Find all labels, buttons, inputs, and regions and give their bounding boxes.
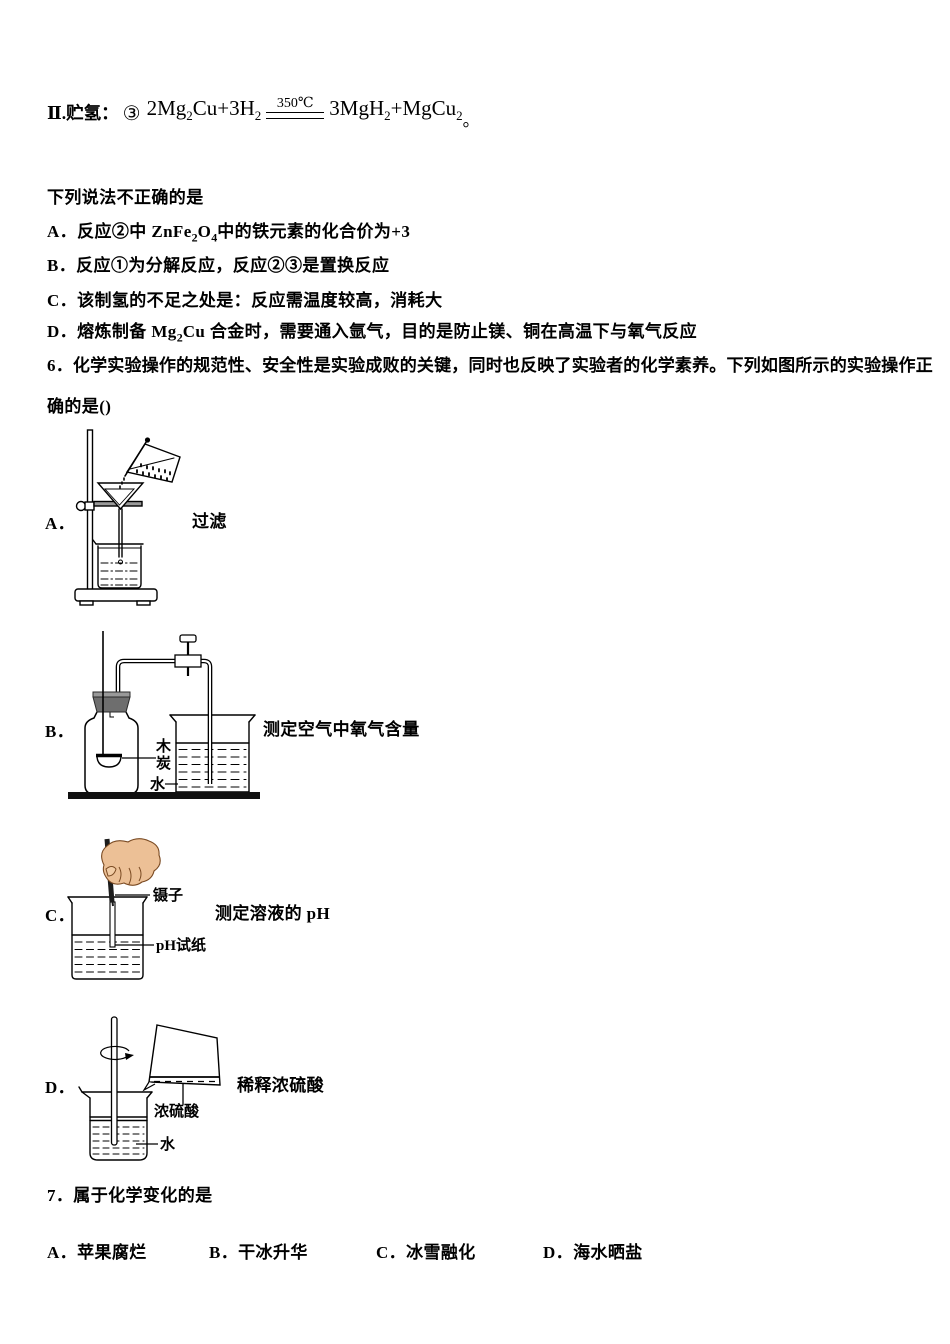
stand-base: [74, 588, 158, 602]
charcoal-annotation: 木炭: [155, 739, 171, 772]
beaker-water: [178, 748, 247, 788]
q7-option-d: D．海水晒盐: [543, 1243, 643, 1262]
water-beaker-d: [89, 1097, 148, 1161]
water-annotation-b: 水: [150, 777, 166, 793]
filtrate-liquid: [100, 562, 139, 586]
figure-b-label: B．: [45, 722, 75, 741]
glass-rod: [124, 438, 149, 477]
ph-paper-strip: [109, 901, 116, 948]
q5-option-d: D．熔炼制备 Mg2Cu 合金时，需要通入氩气，目的是防止镁、铜在高温下与氧气反…: [47, 322, 698, 345]
q6-stem-line2: 确的是(): [47, 397, 112, 416]
bench-surface: [68, 792, 260, 799]
figure-d-label: D．: [45, 1078, 76, 1097]
thumb: [105, 866, 117, 877]
double-line: [266, 112, 325, 120]
equation-lhs: 2Mg2Cu+3H2: [146, 96, 262, 124]
receiving-beaker: [97, 545, 142, 589]
bottle-stopper: [92, 691, 131, 698]
ph-paper-annotation: pH试纸: [156, 938, 207, 954]
filter-paper: [103, 488, 136, 506]
figure-d-caption: 稀释浓硫酸: [237, 1076, 324, 1095]
figure-b-caption: 测定空气中氧气含量: [263, 720, 420, 739]
q5-option-b: B．反应①为分解反应，反应②③是置换反应: [47, 256, 390, 275]
equation-period: 。: [462, 111, 480, 131]
pour-stream: [119, 477, 125, 489]
equation-prefix: Ⅱ.贮氢：: [47, 103, 119, 124]
gas-bottle: [84, 711, 139, 795]
q7-stem: 7．属于化学变化的是: [47, 1186, 213, 1205]
figure-b-oxygen-test-diagram: [68, 631, 260, 799]
funnel: [96, 482, 145, 511]
q6-stem-line1: 6．化学实验操作的规范性、安全性是实验成败的关键，同时也反映了实验者的化学素养。…: [47, 356, 933, 375]
q7-option-b: B．干冰升华: [209, 1243, 308, 1262]
acid-pouring-beaker: [148, 1024, 221, 1086]
figure-a-label: A．: [45, 514, 76, 533]
hydrogen-storage-equation: Ⅱ.贮氢： ③ 2Mg2Cu+3H2 350℃ 3MgH2+MgCu2 。: [47, 96, 480, 131]
water-annotation-d: 水: [160, 1137, 176, 1153]
tweezers-annotation: 镊子: [153, 888, 184, 904]
figure-c-label: C．: [45, 906, 76, 925]
equation-number: ③: [122, 103, 141, 126]
figure-d-dilution-diagram: [78, 1016, 221, 1161]
stopcock-valve: [174, 634, 202, 676]
liquid-dots: [136, 463, 171, 482]
clamp-knob: [75, 500, 87, 512]
q5-option-a: A．反应②中 ZnFe2O4中的铁元素的化合价为+3: [47, 222, 411, 245]
acid-annotation: 浓硫酸: [154, 1104, 200, 1120]
q5-stem: 下列说法不正确的是: [47, 188, 204, 207]
figure-c-caption: 测定溶液的 pH: [215, 904, 331, 923]
solution-beaker: [71, 902, 144, 980]
stirring-rod: [110, 1016, 118, 1146]
pour-spout: [142, 1081, 156, 1092]
hand: [101, 838, 161, 886]
q5-option-c: C．该制氢的不足之处是：反应需温度较高，消耗大: [47, 291, 443, 310]
finger-lines: [118, 866, 142, 885]
rotation-arrow: [100, 1045, 130, 1061]
equation-rhs: 3MgH2+MgCu2: [329, 96, 463, 124]
figure-a-caption: 过滤: [192, 512, 227, 531]
water-liquid-d: [92, 1126, 145, 1155]
equation-condition: 350℃: [266, 96, 325, 120]
figure-c-ph-test-diagram: [67, 838, 161, 980]
solution-liquid: [74, 941, 141, 973]
q7-option-c: C．冰雪融化: [376, 1243, 476, 1262]
figure-a-filtration-diagram: [74, 429, 181, 606]
combustion-spoon: [96, 756, 122, 768]
q7-option-a: A．苹果腐烂: [47, 1243, 147, 1262]
